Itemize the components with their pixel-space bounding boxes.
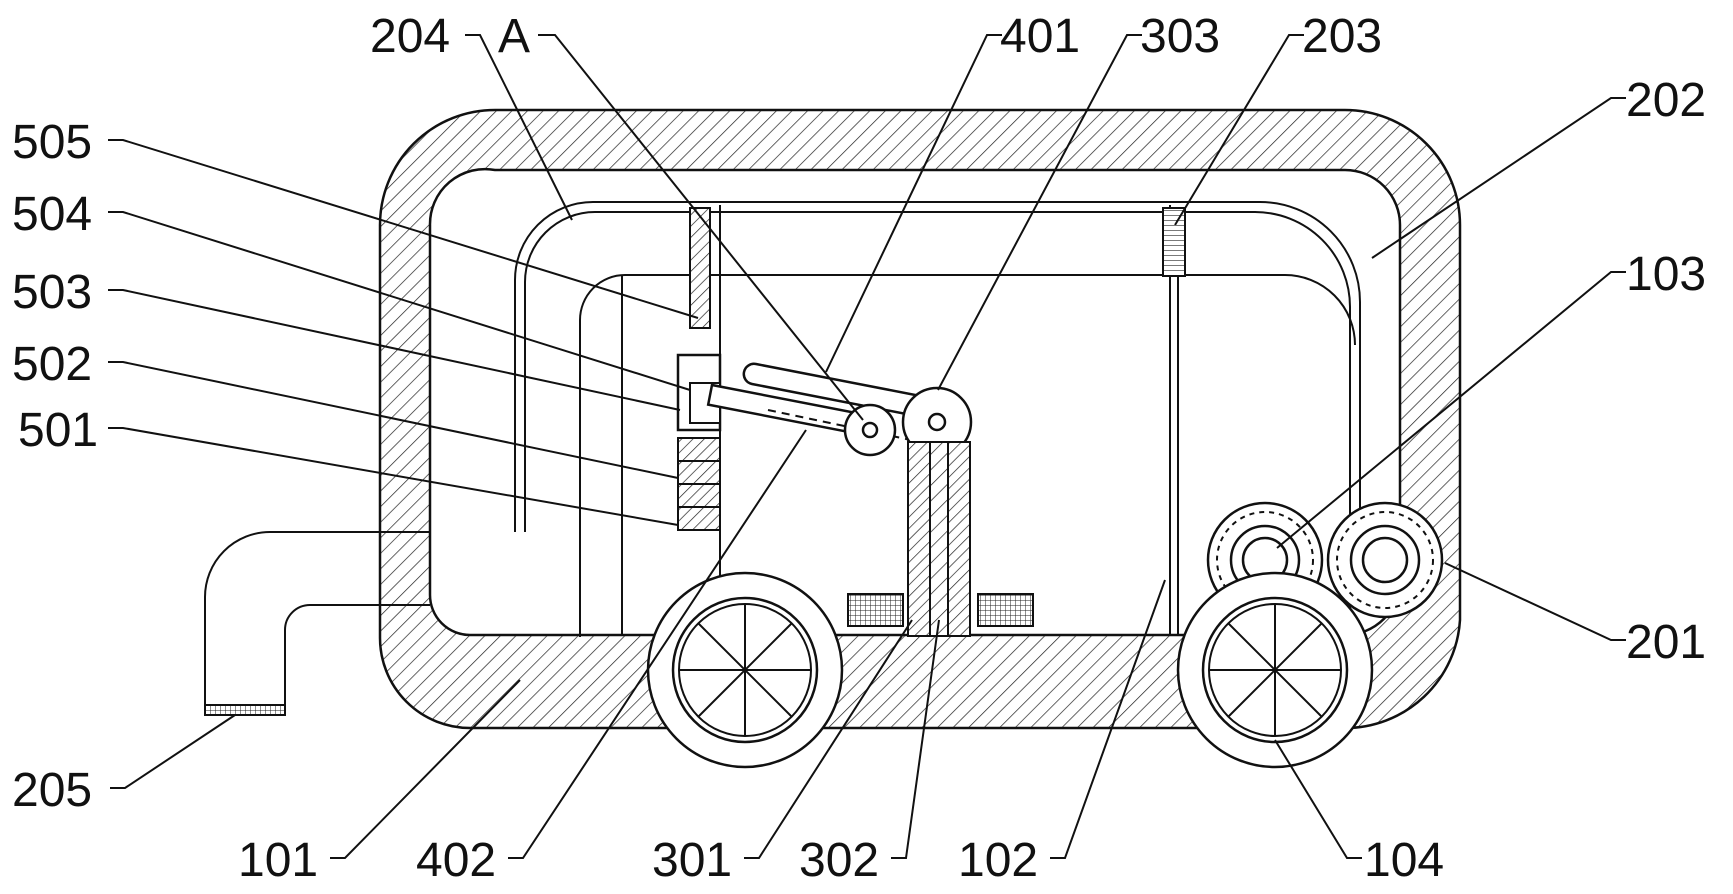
label-505: 505 xyxy=(12,116,92,169)
leader-103 xyxy=(1276,271,1626,549)
label-201: 201 xyxy=(1626,616,1706,669)
floor-pad-right xyxy=(977,593,1034,627)
crank-pin xyxy=(927,412,947,432)
leader-302 xyxy=(891,619,940,859)
leader-203 xyxy=(1174,34,1304,226)
label-104: 104 xyxy=(1364,834,1444,887)
label-402: 402 xyxy=(416,834,496,887)
label-A: A xyxy=(498,10,530,63)
label-502: 502 xyxy=(12,338,92,391)
leader-503 xyxy=(108,289,681,411)
label-501: 501 xyxy=(18,404,98,457)
floor-pad-left xyxy=(847,593,904,627)
label-303: 303 xyxy=(1140,10,1220,63)
label-205: 205 xyxy=(12,764,92,817)
leader-505 xyxy=(108,139,699,319)
gear-201 xyxy=(1326,501,1444,619)
inner-pipe-outer-wall xyxy=(514,201,1361,610)
label-301: 301 xyxy=(652,834,732,887)
label-202: 202 xyxy=(1626,74,1706,127)
label-401: 401 xyxy=(1000,10,1080,63)
leader-205 xyxy=(110,714,236,789)
inner-pipe-inner-wall xyxy=(524,211,1351,610)
leader-401 xyxy=(825,34,1002,373)
leader-A xyxy=(538,34,864,421)
filter-strip xyxy=(1162,207,1186,277)
label-302: 302 xyxy=(799,834,879,887)
leader-303 xyxy=(937,34,1142,391)
label-504: 504 xyxy=(12,188,92,241)
leader-501 xyxy=(108,427,679,526)
leader-504 xyxy=(108,211,691,391)
inner-pipe-outer-wall-2 xyxy=(579,274,1356,637)
leader-101 xyxy=(330,679,521,859)
label-103: 103 xyxy=(1626,248,1706,301)
exhaust-pipe-outlet xyxy=(204,704,286,716)
leader-102 xyxy=(1050,579,1166,859)
leader-402 xyxy=(508,429,807,859)
exhaust-pipe xyxy=(204,531,430,715)
guide-rail xyxy=(689,207,711,329)
wheel-left xyxy=(646,571,844,769)
leader-104 xyxy=(1274,739,1362,859)
leader-301 xyxy=(744,619,913,859)
leader-502 xyxy=(108,361,679,479)
pivot-pin xyxy=(861,421,879,439)
leader-201 xyxy=(1444,562,1626,641)
wheel-right xyxy=(1176,571,1374,769)
drive-shaft xyxy=(929,441,949,637)
leader-204 xyxy=(465,34,573,221)
label-203: 203 xyxy=(1302,10,1382,63)
label-503: 503 xyxy=(12,266,92,319)
label-204: 204 xyxy=(370,10,450,63)
label-101: 101 xyxy=(238,834,318,887)
label-102: 102 xyxy=(958,834,1038,887)
leader-202 xyxy=(1371,97,1626,259)
